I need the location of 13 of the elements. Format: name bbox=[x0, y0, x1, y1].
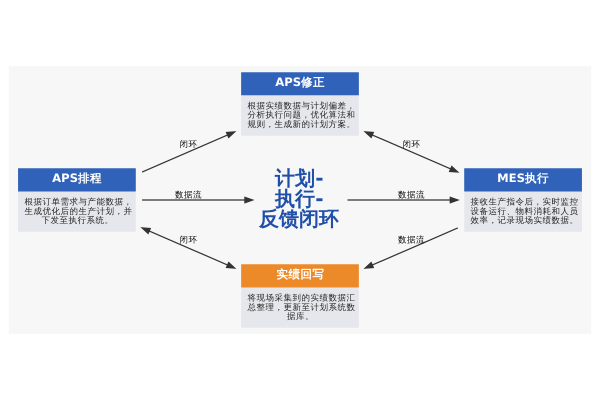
arrow bbox=[142, 131, 236, 173]
edge-label: 闭环 bbox=[179, 235, 198, 246]
edge-label: 闭环 bbox=[402, 140, 421, 150]
arrow bbox=[140, 227, 236, 269]
arrow bbox=[363, 131, 460, 173]
node-text: 计划-执行-反馈闭环 bbox=[258, 166, 339, 230]
arrow bbox=[347, 196, 460, 204]
edge-label: 数据流 bbox=[398, 190, 426, 201]
edge-label: 数据流 bbox=[398, 235, 426, 246]
arrow bbox=[142, 196, 255, 204]
edge-label: 闭环 bbox=[179, 140, 198, 150]
edge-label: 数据流 bbox=[174, 190, 202, 201]
arrow bbox=[363, 227, 458, 269]
